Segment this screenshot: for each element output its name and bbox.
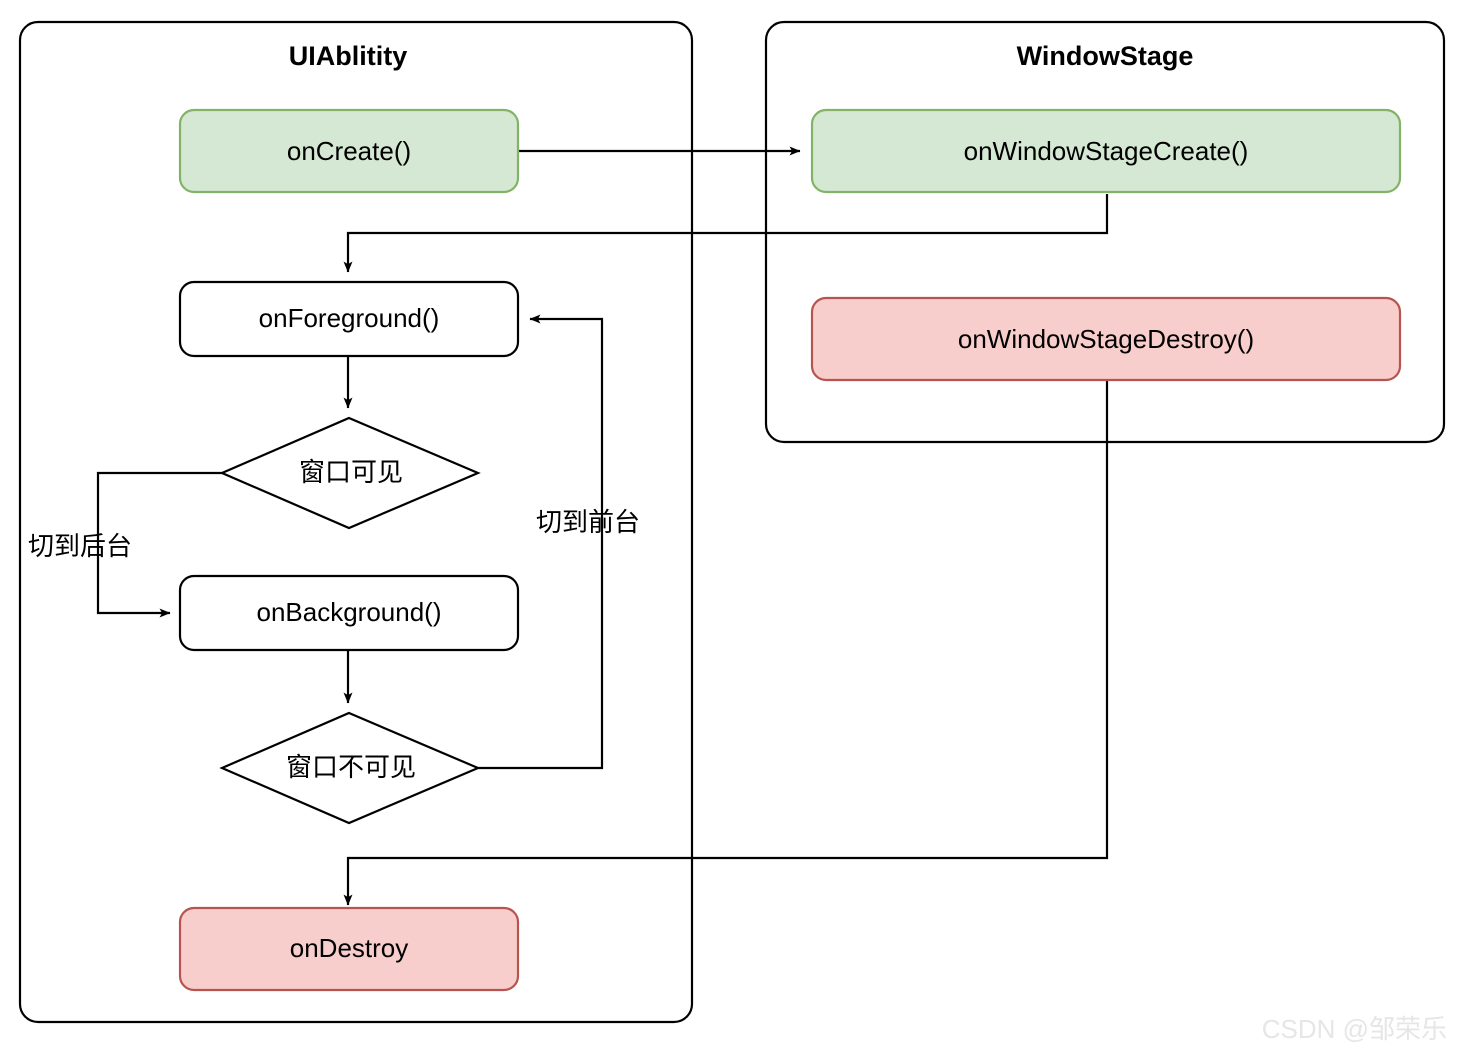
- csdn-watermark: CSDN @邹荣乐: [1262, 1014, 1447, 1044]
- node-onforeground[interactable]: onForeground(): [178, 280, 520, 358]
- edge-onwindowstagecreate-to-onforeground: [343, 194, 1109, 273]
- node-onbackground-label: onBackground(): [257, 597, 442, 627]
- node-window-visible-label: 窗口可见: [299, 457, 403, 487]
- node-onwindowstagedestroy-label: onWindowStageDestroy(): [958, 324, 1254, 354]
- node-oncreate[interactable]: onCreate(): [178, 108, 520, 194]
- edge-windowinvisible-to-onforeground: [478, 314, 604, 770]
- node-window-invisible-shape[interactable]: [219, 711, 481, 825]
- edge-onwindowstagedestroy-to-ondestroy: [343, 380, 1109, 906]
- node-window-invisible-label: 窗口不可见: [286, 752, 416, 782]
- node-window-invisible[interactable]: 窗口不可见: [219, 711, 481, 825]
- node-onwindowstagedestroy[interactable]: onWindowStageDestroy(): [810, 296, 1402, 382]
- node-onwindowstagecreate[interactable]: onWindowStageCreate(): [810, 108, 1402, 194]
- node-window-visible-shape[interactable]: [219, 416, 481, 530]
- node-ondestroy-label: onDestroy: [290, 933, 409, 963]
- node-oncreate-label: onCreate(): [287, 136, 411, 166]
- node-ondestroy[interactable]: onDestroy: [178, 906, 520, 992]
- node-onwindowstagedestroy-shape[interactable]: [810, 296, 1402, 382]
- node-ondestroy-shape[interactable]: [178, 906, 520, 992]
- node-onbackground-shape[interactable]: [178, 574, 520, 652]
- node-onwindowstagecreate-shape[interactable]: [810, 108, 1402, 194]
- node-onbackground[interactable]: onBackground(): [178, 574, 520, 652]
- node-onforeground-label: onForeground(): [259, 303, 440, 333]
- node-window-visible[interactable]: 窗口可见: [219, 416, 481, 530]
- edge-windowvisible-to-onbackground: [96, 471, 222, 618]
- node-onwindowstagecreate-label: onWindowStageCreate(): [964, 136, 1249, 166]
- edge-label-to-background: 切到后台: [28, 531, 132, 561]
- panel-windowstage-title: WindowStage: [1017, 41, 1194, 71]
- node-oncreate-shape[interactable]: [178, 108, 520, 194]
- node-onforeground-shape[interactable]: [178, 280, 520, 358]
- panel-uiability-title: UIAblitity: [289, 41, 408, 71]
- edge-label-to-foreground: 切到前台: [536, 507, 640, 537]
